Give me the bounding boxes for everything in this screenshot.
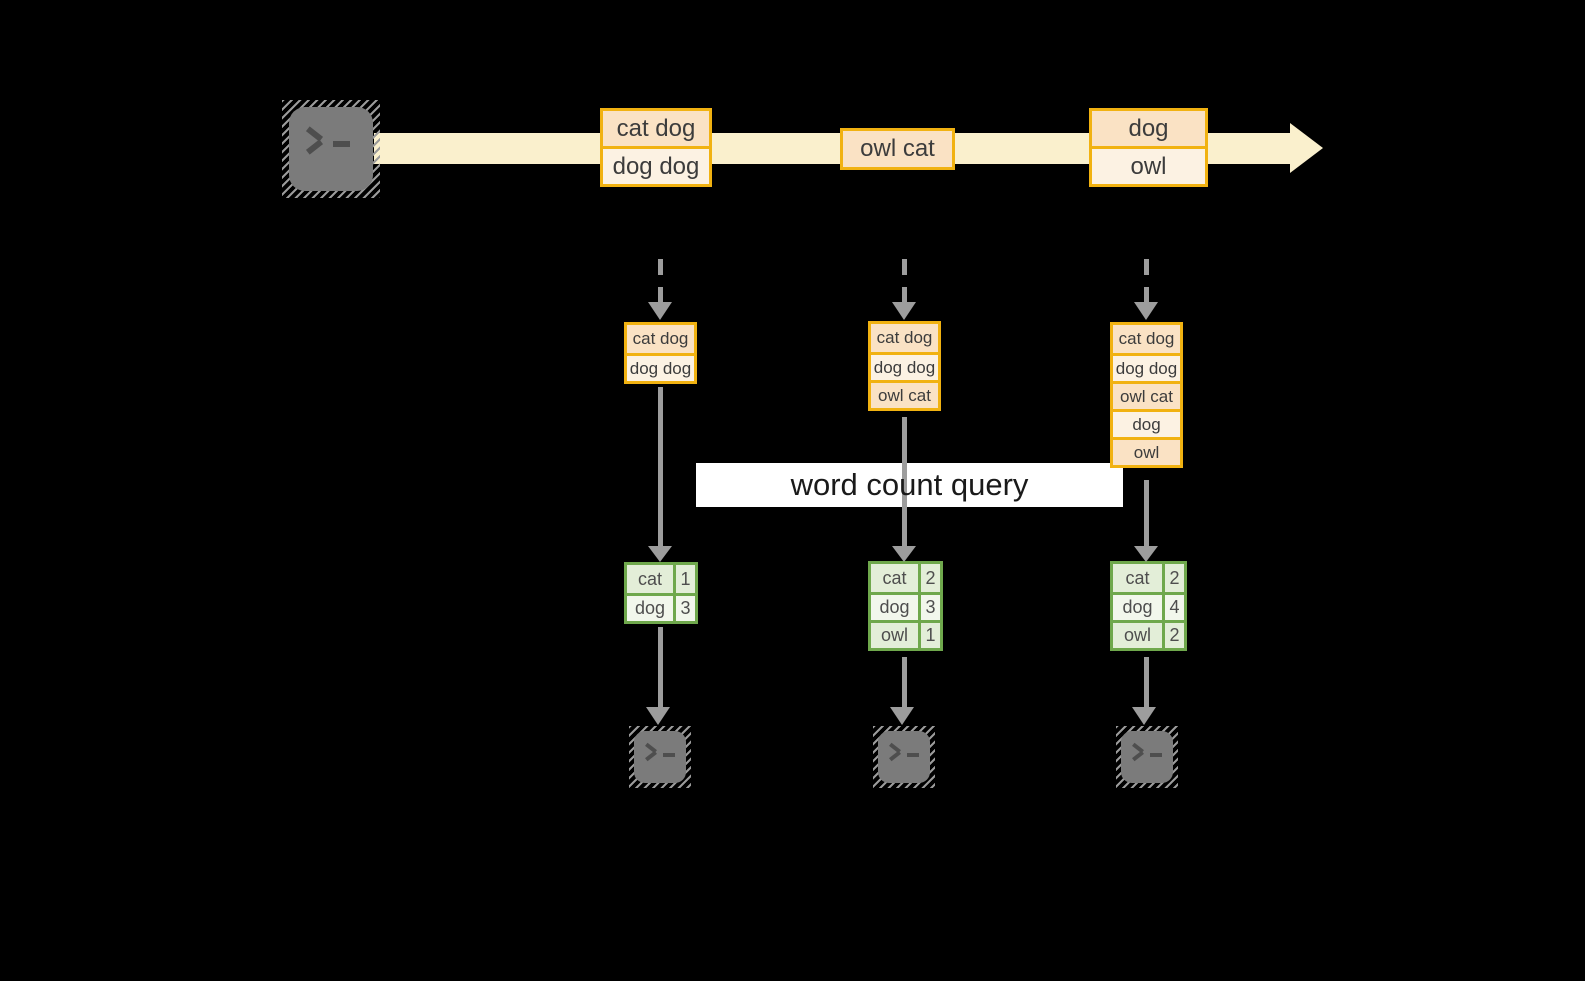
sink-terminal-icon-2 <box>873 726 935 788</box>
arrow-line <box>902 417 907 546</box>
event-record: dog <box>1092 111 1205 146</box>
record-buffer-3: cat dog dog dog owl cat dog owl <box>1110 322 1183 468</box>
word-cell: owl <box>871 623 918 648</box>
chevron-right-icon <box>1132 743 1145 761</box>
dashed-arrow-line <box>1144 259 1149 302</box>
count-table-3: cat 2 dog 4 owl 2 <box>1110 561 1187 651</box>
word-cell: dog <box>1113 595 1162 620</box>
stream-event-box-2: owl cat <box>840 128 955 170</box>
terminal-body <box>634 731 686 783</box>
sink-terminal-icon-3 <box>1116 726 1178 788</box>
stream-event-box-3: dog owl <box>1089 108 1208 187</box>
count-table-2: cat 2 dog 3 owl 1 <box>868 561 943 651</box>
event-record: cat dog <box>603 111 709 146</box>
sink-terminal-icon-1 <box>629 726 691 788</box>
event-record: dog dog <box>603 146 709 184</box>
buffer-record: dog <box>1113 409 1180 437</box>
dashed-arrow-line <box>902 259 907 302</box>
count-cell: 1 <box>673 565 695 593</box>
table-row: cat 2 <box>1113 564 1184 592</box>
word-cell: cat <box>1113 564 1162 592</box>
buffer-record: owl cat <box>1113 381 1180 409</box>
record-buffer-1: cat dog dog dog <box>624 322 697 384</box>
underscore-cursor-icon <box>907 753 919 757</box>
table-row: dog 3 <box>871 592 940 620</box>
table-row: dog 3 <box>627 593 695 621</box>
underscore-cursor-icon <box>663 753 675 757</box>
terminal-prompt-icon <box>306 127 350 154</box>
terminal-body <box>289 107 373 191</box>
source-terminal-icon <box>282 100 380 198</box>
table-row: cat 1 <box>627 565 695 593</box>
arrow-line <box>658 627 663 707</box>
underscore-cursor-icon <box>1150 753 1162 757</box>
count-table-1: cat 1 dog 3 <box>624 562 698 624</box>
table-row: cat 2 <box>871 564 940 592</box>
count-cell: 1 <box>918 623 940 648</box>
stream-event-box-1: cat dog dog dog <box>600 108 712 187</box>
word-cell: cat <box>627 565 673 593</box>
word-cell: dog <box>871 595 918 620</box>
arrow-down-icon <box>1132 707 1156 725</box>
arrow-down-icon <box>1134 302 1158 320</box>
terminal-body <box>878 731 930 783</box>
count-cell: 3 <box>918 595 940 620</box>
chevron-right-icon <box>306 127 325 154</box>
word-cell: dog <box>627 596 673 621</box>
buffer-record: dog dog <box>871 352 938 380</box>
count-cell: 4 <box>1162 595 1184 620</box>
arrow-down-icon <box>1134 546 1158 562</box>
arrow-line <box>1144 657 1149 707</box>
event-record: owl <box>1092 146 1205 184</box>
buffer-record: dog dog <box>627 353 694 381</box>
stream-arrowhead-icon <box>1290 123 1323 173</box>
table-row: dog 4 <box>1113 592 1184 620</box>
arrow-down-icon <box>890 707 914 725</box>
terminal-prompt-icon <box>889 743 919 761</box>
arrow-line <box>1144 480 1149 546</box>
table-row: owl 2 <box>1113 620 1184 648</box>
chevron-right-icon <box>645 743 658 761</box>
record-buffer-2: cat dog dog dog owl cat <box>868 321 941 411</box>
query-label-box <box>696 463 1123 507</box>
count-cell: 2 <box>1162 564 1184 592</box>
event-record: owl cat <box>843 131 952 167</box>
word-cell: cat <box>871 564 918 592</box>
terminal-body <box>1121 731 1173 783</box>
arrow-line <box>658 387 663 546</box>
buffer-record: cat dog <box>627 325 694 353</box>
dashed-arrow-line <box>658 259 663 302</box>
underscore-cursor-icon <box>333 141 350 147</box>
buffer-record: cat dog <box>1113 325 1180 353</box>
terminal-prompt-icon <box>645 743 675 761</box>
chevron-right-icon <box>889 743 902 761</box>
arrow-down-icon <box>648 302 672 320</box>
count-cell: 2 <box>918 564 940 592</box>
query-label: word count query <box>790 467 1029 502</box>
buffer-record: dog dog <box>1113 353 1180 381</box>
count-cell: 3 <box>673 596 695 621</box>
word-cell: owl <box>1113 623 1162 648</box>
terminal-prompt-icon <box>1132 743 1162 761</box>
arrow-down-icon <box>646 707 670 725</box>
arrow-down-icon <box>892 302 916 320</box>
table-row: owl 1 <box>871 620 940 648</box>
arrow-down-icon <box>648 546 672 562</box>
buffer-record: owl <box>1113 437 1180 465</box>
arrow-line <box>902 657 907 707</box>
buffer-record: cat dog <box>871 324 938 352</box>
count-cell: 2 <box>1162 623 1184 648</box>
buffer-record: owl cat <box>871 380 938 408</box>
arrow-down-icon <box>892 546 916 562</box>
